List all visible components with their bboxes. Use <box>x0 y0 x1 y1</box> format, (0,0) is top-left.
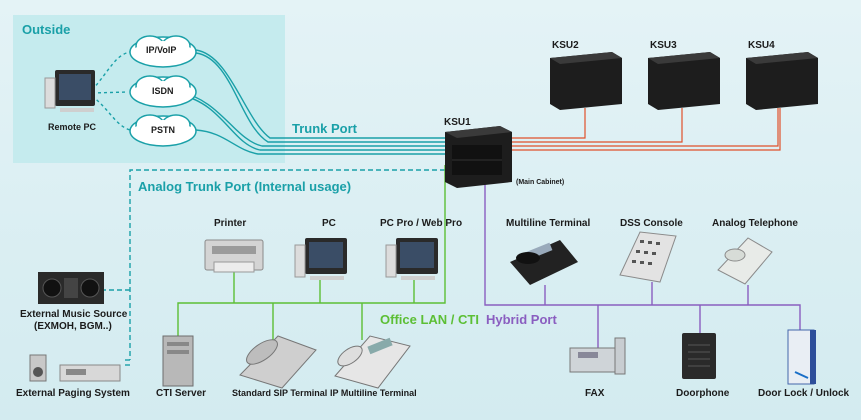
paging-system-icon <box>29 354 121 382</box>
trunk-port-label: Trunk Port <box>292 121 358 136</box>
ip-terminal-label: IP Multiline Terminal <box>330 388 417 398</box>
analog-trunk-line <box>100 169 445 366</box>
music-source-label: External Music Source <box>20 309 128 320</box>
doorphone-icon <box>682 333 716 379</box>
door-lock-icon <box>787 329 816 385</box>
pc-label: PC <box>322 218 336 229</box>
fax-label: FAX <box>585 388 605 399</box>
ksu1-cabinet-icon <box>445 126 512 188</box>
sip-terminal-label: Standard SIP Terminal <box>232 388 328 398</box>
cloud-label-ip-voip: IP/VoIP <box>146 45 177 55</box>
dss-console-icon <box>619 231 677 283</box>
analog-telephone-icon <box>717 237 773 285</box>
outside-title: Outside <box>22 22 71 37</box>
cloud-pstn <box>129 114 197 147</box>
remote-pc-label: Remote PC <box>48 122 97 132</box>
ksu2-label: KSU2 <box>552 40 579 51</box>
printer-icon <box>204 239 264 273</box>
sip-terminal-icon <box>239 335 317 389</box>
door-lock-label: Door Lock / Unlock <box>758 388 850 399</box>
fax-icon <box>569 337 626 375</box>
dss-console-label: DSS Console <box>620 218 683 229</box>
cloud-isdn <box>129 75 197 108</box>
cloud-ip-voip <box>129 35 197 68</box>
multiline-terminal-icon <box>510 240 578 285</box>
ip-terminal-icon <box>334 335 411 389</box>
analog-trunk-label: Analog Trunk Port (Internal usage) <box>138 179 352 194</box>
ksu3-label: KSU3 <box>650 40 677 51</box>
ksu1-label: KSU1 <box>444 117 471 128</box>
doorphone-label: Doorphone <box>676 388 730 399</box>
multiline-terminal-label: Multiline Terminal <box>506 218 591 229</box>
cloud-label-pstn: PSTN <box>151 125 176 135</box>
pc-pro-icon <box>385 238 438 280</box>
cti-server-label: CTI Server <box>156 388 207 399</box>
pc-icon <box>294 238 347 280</box>
hybrid-port-label: Hybrid Port <box>486 312 557 327</box>
music-source-sublabel: (EXMOH, BGM..) <box>34 321 112 332</box>
main-cabinet-label: (Main Cabinet) <box>516 179 565 186</box>
expansion-links <box>512 108 781 151</box>
pc-pro-label: PC Pro / Web Pro <box>380 218 463 229</box>
paging-system-label: External Paging System <box>16 388 130 399</box>
cloud-label-isdn: ISDN <box>152 86 174 96</box>
ksu4-cabinet-icon <box>746 52 818 110</box>
printer-label: Printer <box>214 218 247 229</box>
analog-telephone-label: Analog Telephone <box>712 218 798 229</box>
remote-pc-icon <box>44 70 95 112</box>
office-lan-label: Office LAN / CTI <box>380 312 479 327</box>
cti-server-icon <box>162 335 194 387</box>
remote-pc-links <box>91 51 131 131</box>
ksu3-cabinet-icon <box>648 52 720 110</box>
hybrid-port-lines <box>484 180 801 348</box>
office-lan-lines <box>177 165 446 340</box>
music-source-icon <box>38 272 104 304</box>
ksu4-label: KSU4 <box>748 40 775 51</box>
ksu2-cabinet-icon <box>550 52 622 110</box>
